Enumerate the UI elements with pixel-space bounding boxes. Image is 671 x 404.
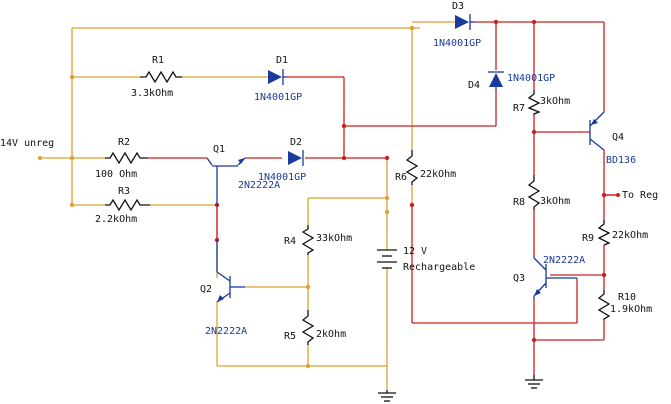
r9-ref: R9 xyxy=(582,233,594,244)
resistor-r5 xyxy=(301,310,315,345)
d4-ref: D4 xyxy=(468,80,480,91)
resistor-r10 xyxy=(597,290,611,320)
transistor-q1 xyxy=(206,157,246,205)
r1-ref: R1 xyxy=(152,55,164,66)
q2-ref: Q2 xyxy=(200,284,212,295)
battery xyxy=(377,249,397,269)
d1-part: 1N4001GP xyxy=(254,92,302,103)
transistor-q4 xyxy=(589,111,605,151)
d2-part: 1N4001GP xyxy=(258,172,306,183)
resistor-r1 xyxy=(140,70,182,84)
r3-ref: R3 xyxy=(118,186,130,197)
q3-ref: Q3 xyxy=(513,273,525,284)
r8-ref: R8 xyxy=(513,197,525,208)
resistor-r2 xyxy=(105,151,148,165)
junction-dots xyxy=(69,19,607,369)
diode-d1 xyxy=(268,69,287,85)
resistor-r6 xyxy=(405,150,419,185)
battery-sub-label: Rechargeable xyxy=(403,262,475,273)
r4-value: 33kOhm xyxy=(316,233,352,244)
q4-part: BD136 xyxy=(606,155,636,166)
resistor-r9 xyxy=(597,220,611,246)
transistor-q3 xyxy=(533,255,577,300)
r6-value: 22kOhm xyxy=(420,169,456,180)
q1-ref: Q1 xyxy=(213,144,225,155)
d1-ref: D1 xyxy=(276,55,288,66)
resistor-r4 xyxy=(301,225,315,255)
r5-value: 2kOhm xyxy=(316,329,346,340)
r10-ref: R10 xyxy=(618,292,636,303)
q1-part: 2N2222A xyxy=(238,180,280,191)
r4-ref: R4 xyxy=(284,236,296,247)
input-terminal xyxy=(38,156,42,160)
diode-d2 xyxy=(288,150,304,166)
signal-wires xyxy=(148,21,618,375)
r3-value: 2.2kOhm xyxy=(95,214,137,225)
output-label: To Reg xyxy=(622,190,658,201)
r6-ref: R6 xyxy=(395,172,407,183)
d3-part: 1N4001GP xyxy=(433,38,481,49)
transistor-q2 xyxy=(216,240,245,303)
d3-ref: D3 xyxy=(452,1,464,12)
r1-value: 3.3kOhm xyxy=(131,88,173,99)
r2-ref: R2 xyxy=(118,137,130,148)
output-terminal xyxy=(616,193,620,197)
q2-part: 2N2222A xyxy=(205,326,247,337)
r10-value: 1.9kOhm xyxy=(610,304,652,315)
r7-ref: R7 xyxy=(513,103,525,114)
r9-value: 22kOhm xyxy=(612,230,648,241)
q4-ref: Q4 xyxy=(612,132,624,143)
d2-ref: D2 xyxy=(290,137,302,148)
r8-value: 3kOhm xyxy=(540,196,570,207)
resistor-r8 xyxy=(527,175,541,210)
d4-part: 1N4001GP xyxy=(507,73,555,84)
diode-d3 xyxy=(412,14,475,30)
input-label: 14V unreg xyxy=(0,138,54,149)
r7-value: 3kOhm xyxy=(540,96,570,107)
resistor-r3 xyxy=(105,198,150,212)
q3-part: 2N2222A xyxy=(543,255,585,266)
battery-label: 12 V xyxy=(403,246,427,257)
ground-symbol xyxy=(525,375,543,389)
diode-d4 xyxy=(488,71,504,90)
r5-ref: R5 xyxy=(284,331,296,342)
ground-symbol xyxy=(378,390,396,402)
r2-value: 100 Ohm xyxy=(95,169,137,180)
resistor-r7 xyxy=(527,90,541,115)
